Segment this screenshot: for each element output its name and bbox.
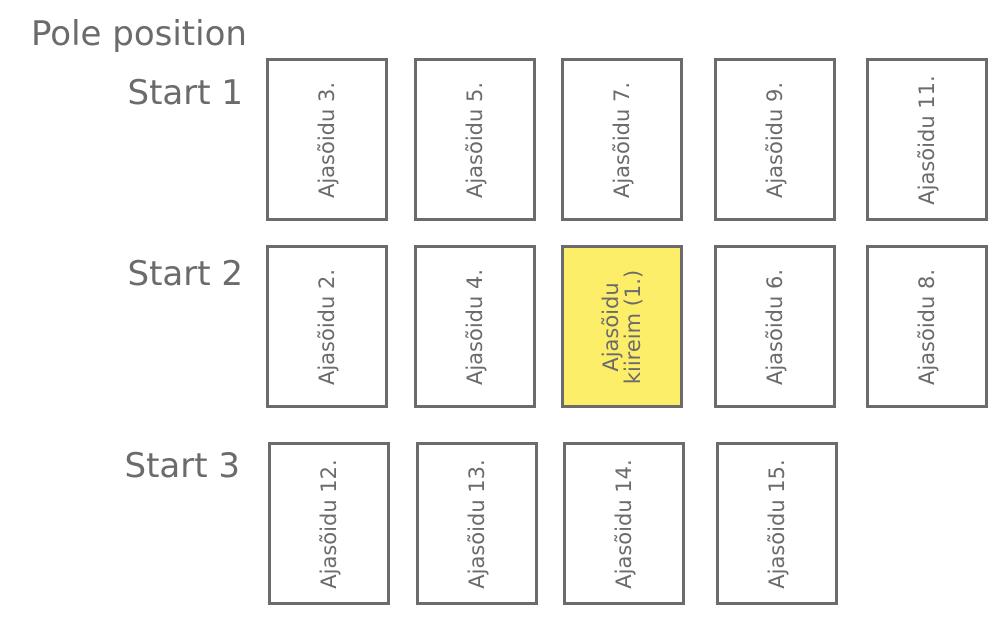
grid-slot: Ajasõidu 7. <box>561 58 683 221</box>
grid-slot: Ajasõidu 13. <box>416 442 538 605</box>
diagram-title: Pole position <box>31 14 247 54</box>
slot-label: Ajasõidu 9. <box>763 81 787 198</box>
slot-label: Ajasõidu 4. <box>463 268 487 385</box>
slot-label: Ajasõidu 6. <box>763 268 787 385</box>
slot-label: Ajasõidu 12. <box>317 458 341 589</box>
slot-label: Ajasõidu 8. <box>915 268 939 385</box>
grid-slot: Ajasõidu 4. <box>414 245 536 408</box>
slot-label: Ajasõidu 14. <box>612 458 636 589</box>
grid-slot: Ajasõidu 11. <box>866 58 988 221</box>
row-label-start-2: Start 2 <box>127 254 244 294</box>
grid-slot-fastest: Ajasõidu kiireim (1.) <box>561 245 683 408</box>
row-label-start-1: Start 1 <box>127 73 244 113</box>
slot-label: Ajasõidu 2. <box>315 268 339 385</box>
grid-slot: Ajasõidu 15. <box>716 442 838 605</box>
slot-label: Ajasõidu 3. <box>315 81 339 198</box>
grid-slot: Ajasõidu 5. <box>414 58 536 221</box>
slot-label: Ajasõidu 5. <box>463 81 487 198</box>
grid-slot: Ajasõidu 3. <box>266 58 388 221</box>
grid-slot: Ajasõidu 12. <box>268 442 390 605</box>
slot-label: Ajasõidu 7. <box>610 81 634 198</box>
slot-label: Ajasõidu 13. <box>465 458 489 589</box>
slot-label: Ajasõidu 11. <box>915 74 939 205</box>
row-label-start-3: Start 3 <box>124 446 241 486</box>
slot-label: Ajasõidu kiireim (1.) <box>599 269 645 384</box>
grid-slot: Ajasõidu 14. <box>563 442 685 605</box>
grid-slot: Ajasõidu 9. <box>714 58 836 221</box>
grid-slot: Ajasõidu 6. <box>714 245 836 408</box>
slot-label: Ajasõidu 15. <box>765 458 789 589</box>
grid-slot: Ajasõidu 8. <box>866 245 988 408</box>
grid-slot: Ajasõidu 2. <box>266 245 388 408</box>
